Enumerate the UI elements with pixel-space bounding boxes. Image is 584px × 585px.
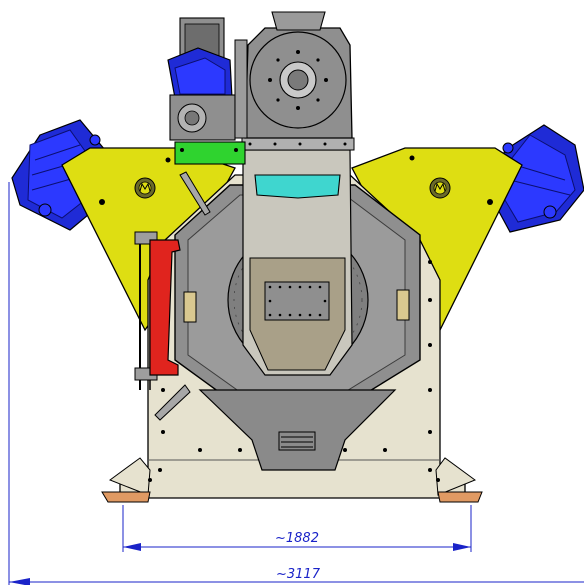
right-side-port bbox=[396, 289, 410, 321]
cutter-assembly bbox=[134, 171, 211, 421]
feeder-motor bbox=[167, 17, 248, 141]
right-leg bbox=[435, 457, 477, 496]
discharge-cone bbox=[198, 389, 397, 471]
left-foot-pad bbox=[101, 491, 151, 503]
left-guard-bolt-2 bbox=[165, 157, 171, 163]
overall-width-dimension bbox=[8, 182, 584, 585]
top-flange bbox=[241, 137, 355, 151]
inner-width-label: ~1882 bbox=[275, 531, 319, 546]
inspection-window bbox=[254, 174, 341, 199]
right-foot-pad bbox=[437, 491, 483, 503]
right-guard-bolt bbox=[487, 199, 493, 205]
right-motor bbox=[489, 124, 584, 233]
inner-width-dimension bbox=[122, 505, 472, 552]
inspection-hatch bbox=[264, 281, 330, 321]
left-guard-bolt bbox=[99, 199, 105, 205]
left-logo-emblem bbox=[134, 177, 156, 199]
gearbox-bracket bbox=[174, 141, 246, 165]
left-side-port bbox=[183, 291, 197, 323]
right-logo-emblem bbox=[429, 177, 451, 199]
conditioner-housing bbox=[244, 27, 353, 139]
left-leg bbox=[108, 457, 151, 496]
feed-inlet bbox=[271, 11, 326, 31]
right-guard-bolt-2 bbox=[409, 155, 415, 161]
left-motor bbox=[11, 119, 106, 231]
overall-width-label: ~3117 bbox=[276, 567, 321, 582]
